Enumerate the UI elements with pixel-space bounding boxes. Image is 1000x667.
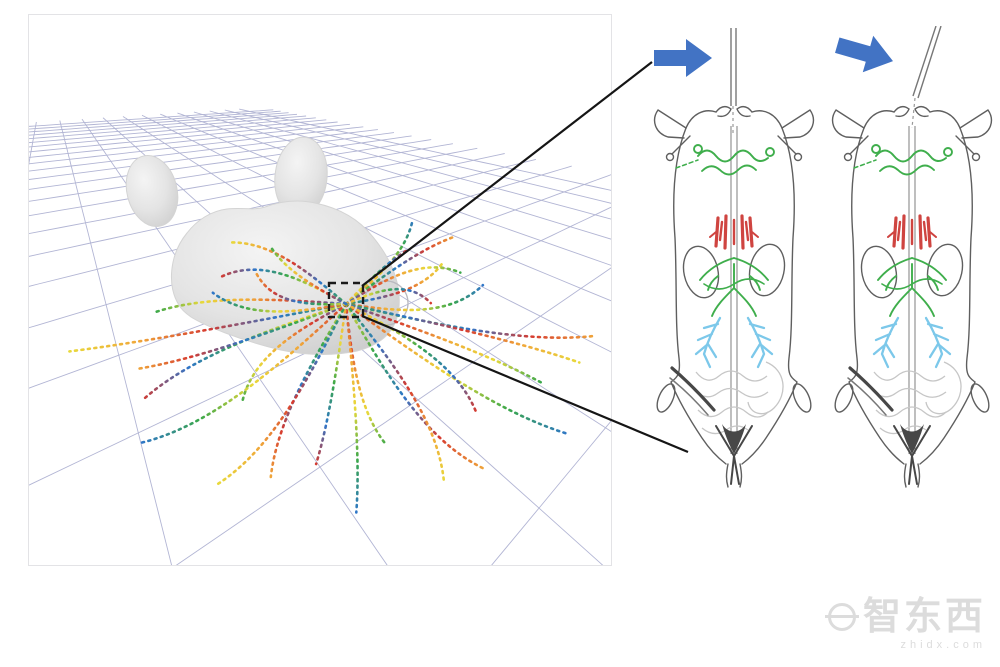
streamline <box>154 298 348 314</box>
streamline <box>314 302 348 466</box>
streamline <box>344 287 433 306</box>
mouse-3d-visualization <box>29 108 611 565</box>
watermark-domain: zhidx.com <box>900 639 986 651</box>
mouse-3d-model <box>125 136 409 355</box>
anatomy-panel-2 <box>829 26 995 488</box>
watermark-text: 智东西 <box>862 596 986 638</box>
streamline <box>216 302 348 486</box>
streamline <box>269 245 348 306</box>
anatomy-panel-1 <box>651 28 817 488</box>
watermark-logo-icon <box>824 603 859 631</box>
injection-arrow <box>835 35 893 73</box>
catheter-straight <box>730 28 737 136</box>
injection-arrow <box>654 39 712 77</box>
catheter-tilted <box>911 26 942 129</box>
roi-dashed-box <box>327 281 365 319</box>
streamline <box>68 302 348 353</box>
streamline <box>344 302 359 514</box>
streamline <box>139 302 348 445</box>
streamline <box>344 248 410 306</box>
streamline <box>229 241 348 306</box>
watermark: 智东西 zhidx.com <box>824 596 986 651</box>
mouse-3d-visualization-panel <box>28 14 612 566</box>
streamline <box>253 269 348 306</box>
streamline <box>344 302 487 471</box>
mouse-left-ear <box>125 155 179 227</box>
mouse-body <box>170 200 400 355</box>
streamline <box>344 283 485 312</box>
streamline <box>136 302 348 371</box>
